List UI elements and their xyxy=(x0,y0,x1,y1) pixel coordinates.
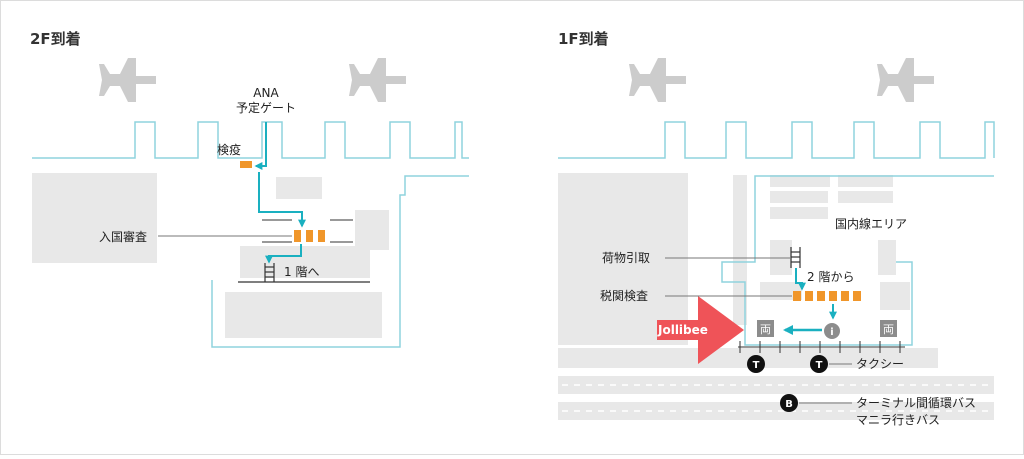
bus-icon xyxy=(780,394,798,412)
customs-booth xyxy=(841,291,849,301)
stairs-icon xyxy=(790,247,801,268)
curb-line xyxy=(738,341,905,353)
route-arrow xyxy=(254,122,267,170)
building-block xyxy=(733,175,747,325)
taxi-icon xyxy=(747,355,765,373)
building-block xyxy=(225,292,382,338)
quarantine-label: 検疫 xyxy=(217,142,241,157)
terminal-wall xyxy=(32,121,469,348)
gate-label: ANA xyxy=(253,86,279,100)
route-arrow xyxy=(258,172,306,228)
customs-label: 税関検査 xyxy=(600,289,648,303)
taxi-icon-text: T xyxy=(816,360,823,371)
exchange-icon-text: 両 xyxy=(760,323,771,336)
info-icon-text: i xyxy=(830,327,833,338)
road xyxy=(558,348,938,368)
customs-booth xyxy=(829,291,837,301)
building-block xyxy=(276,177,322,199)
right-panel-title: 1F到着 xyxy=(558,30,609,48)
immigration-booth xyxy=(306,230,313,242)
left-panel-2f: 2F到着 A xyxy=(30,30,469,348)
building-block xyxy=(770,207,828,219)
info-icon xyxy=(824,323,840,339)
building-block xyxy=(32,173,157,263)
from-second-floor-label: 2 階から xyxy=(807,269,854,284)
stairs-icon xyxy=(238,263,370,283)
customs-booth xyxy=(805,291,813,301)
terminal-wall xyxy=(558,121,995,346)
building-block xyxy=(770,175,830,187)
right-panel-1f: 1F到着 xyxy=(558,30,995,427)
building-block xyxy=(880,282,910,310)
building-block xyxy=(558,173,688,345)
exchange-icon-text: 両 xyxy=(883,323,894,336)
building-block xyxy=(838,175,893,187)
exchange-icon xyxy=(757,320,774,337)
customs-booth xyxy=(853,291,861,301)
domestic-area-label: 国内線エリア xyxy=(835,216,907,231)
bus-label: ターミナル間循環バス xyxy=(856,396,976,410)
bus-icon-text: B xyxy=(785,399,793,410)
baggage-claim-label: 荷物引取 xyxy=(602,251,650,265)
to-first-floor-label: 1 階へ xyxy=(284,264,319,279)
jollibee-label: Jollibee xyxy=(657,323,708,337)
quarantine-booth xyxy=(240,161,252,168)
jollibee-marker xyxy=(657,296,744,364)
building-block xyxy=(878,240,896,275)
immigration-booth xyxy=(294,230,301,242)
left-panel-title: 2F到着 xyxy=(30,30,81,48)
immigration-label: 入国審査 xyxy=(99,229,147,244)
bus-label: マニラ行きバス xyxy=(856,413,940,427)
taxi-icon-text: T xyxy=(753,360,760,371)
route-arrow xyxy=(795,268,806,291)
building-block xyxy=(770,191,828,203)
customs-booth xyxy=(793,291,801,301)
building-block xyxy=(838,191,893,203)
taxi-label: タクシー xyxy=(856,357,904,371)
gate-label: 予定ゲート xyxy=(236,100,296,115)
customs-booth xyxy=(817,291,825,301)
road xyxy=(558,376,994,394)
building-block xyxy=(355,210,389,250)
route-arrow xyxy=(265,244,302,264)
exchange-icon xyxy=(880,320,897,337)
immigration-booth xyxy=(318,230,325,242)
road xyxy=(558,402,994,420)
taxi-icon xyxy=(810,355,828,373)
building-block xyxy=(240,246,370,278)
